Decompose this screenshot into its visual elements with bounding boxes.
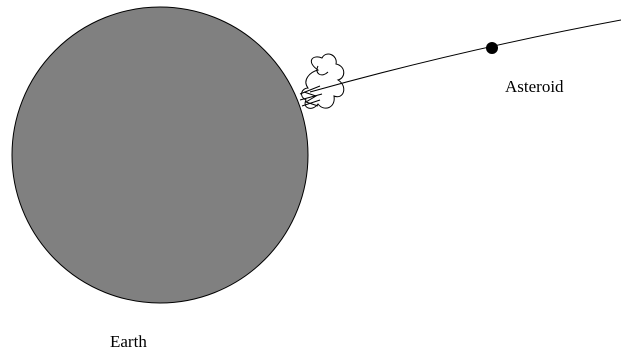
asteroid-trajectory — [310, 20, 621, 92]
asteroid-dot — [486, 42, 498, 54]
asteroid-label: Asteroid — [505, 77, 564, 96]
impact-explosion — [300, 54, 344, 108]
earth-label: Earth — [110, 332, 147, 351]
earth-circle — [12, 7, 308, 303]
